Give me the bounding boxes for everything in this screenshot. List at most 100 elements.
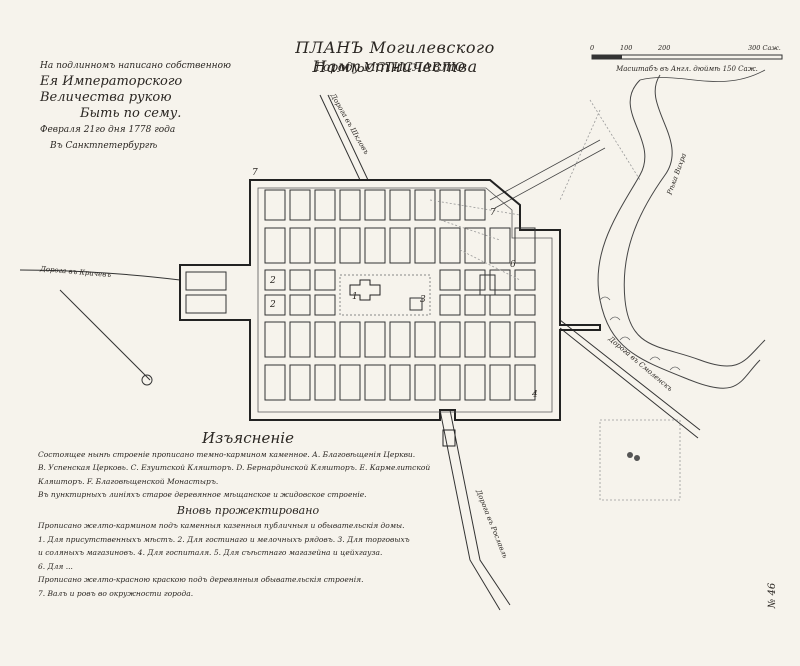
- city-block: [264, 294, 286, 316]
- archive-number: № 46: [767, 582, 779, 609]
- city-block: [289, 269, 311, 291]
- city-block: [364, 321, 386, 358]
- city-block: [514, 321, 536, 358]
- city-block: [489, 294, 511, 316]
- church-mark: [627, 452, 633, 458]
- city-block: [514, 294, 536, 316]
- city-block: [314, 189, 336, 221]
- legend-line: 1. Для присутственныхъ мѣстъ. 2. Для гос…: [38, 534, 410, 544]
- city-block: [464, 269, 486, 291]
- city-block: [439, 294, 461, 316]
- city-block: [339, 321, 361, 358]
- city-block: [514, 364, 536, 401]
- scale-tick: 100: [620, 44, 633, 52]
- scale-label: Масштабъ въ Англ. дюймѣ 150 Саж.: [616, 65, 758, 73]
- block-number: 7: [252, 168, 258, 178]
- city-block: [314, 269, 336, 291]
- compass-rose: [141, 374, 153, 386]
- church-mark: [634, 455, 640, 461]
- block-number: 4: [532, 390, 538, 400]
- legend-line: Кляшторъ. F. Благовѣщенской Монастыръ.: [38, 476, 219, 486]
- legend-heading: Изъясненіе: [202, 429, 294, 447]
- approval-line: Ея Императорского Величества рукою: [40, 74, 183, 105]
- city-block: [339, 227, 361, 264]
- city-block: [364, 227, 386, 264]
- annex-block: [185, 271, 227, 291]
- city-block: [414, 189, 436, 221]
- city-block: [464, 227, 486, 264]
- scale-tick: 200: [658, 44, 671, 52]
- church-mark-small: [409, 297, 423, 311]
- public-offices: [349, 279, 381, 301]
- road-south: [439, 409, 511, 611]
- city-block: [289, 189, 311, 221]
- city-block: [314, 227, 336, 264]
- annex-block: [185, 294, 227, 314]
- block-number: 1: [352, 292, 358, 302]
- map-title: ПЛАНЪ Могилевского Намѣстничества: [295, 38, 495, 76]
- city-block: [264, 364, 286, 401]
- legend-line: Прописано желто-красною краскою подъ дер…: [38, 575, 364, 584]
- river-bank-top: [639, 69, 766, 82]
- legend-subheading: Вновь прожектировано: [176, 503, 320, 517]
- approval-line: Февраля 21го дня 1778 года: [40, 125, 176, 135]
- city-rampart: [179, 179, 601, 421]
- legend-line: 6. Для ...: [38, 561, 73, 571]
- old-wooden-buildings: [429, 99, 681, 501]
- legend-line: Прописано желто-кармином подъ каменныя к…: [38, 521, 405, 530]
- city-block: [489, 269, 511, 291]
- monastery-mark: [479, 274, 496, 296]
- road-east: [559, 319, 701, 439]
- block-number: 3: [420, 295, 426, 305]
- legend-line: Въ пунктирныхъ линіяхъ старое деревянное…: [38, 490, 367, 499]
- city-block: [389, 321, 411, 358]
- city-block: [339, 364, 361, 401]
- south-gate: [442, 429, 456, 447]
- approval-line: Въ Санктпетербургѣ: [50, 141, 158, 151]
- block-number: 6: [510, 260, 516, 270]
- city-block: [389, 364, 411, 401]
- block-number: 2: [270, 276, 276, 286]
- compass-needle: [59, 289, 151, 381]
- city-block: [464, 321, 486, 358]
- road-north: [319, 94, 369, 181]
- legend: Изъясненіе Состоящее нынѣ строеніе пропи…: [38, 429, 458, 600]
- city-rampart-inner: [257, 187, 553, 413]
- city-block: [464, 189, 486, 221]
- imperial-approval: На подлинномъ написано собственною Ея Им…: [40, 58, 270, 154]
- city-block: [264, 227, 286, 264]
- city-blocks: [264, 189, 536, 401]
- river-bank-east: [623, 74, 766, 367]
- city-block: [389, 227, 411, 264]
- map-subtitle: Городу МСТИСЛАВЛЮ: [315, 60, 465, 74]
- city-block: [264, 269, 286, 291]
- block-number: 2: [270, 300, 276, 310]
- legend-line: и соляныхъ магазиновъ. 4. Для госпиталя.…: [38, 548, 383, 557]
- city-block: [389, 189, 411, 221]
- city-block: [414, 227, 436, 264]
- city-block: [289, 364, 311, 401]
- city-block: [514, 269, 536, 291]
- city-block: [439, 321, 461, 358]
- approval-line: Быть по сему.: [80, 106, 182, 121]
- city-block: [364, 364, 386, 401]
- river-bank-west: [597, 79, 761, 389]
- city-block: [414, 364, 436, 401]
- city-block: [289, 321, 311, 358]
- river-hatching: [599, 296, 681, 371]
- city-block: [414, 321, 436, 358]
- scale-tick: 300 Саж.: [748, 44, 781, 52]
- city-block: [314, 321, 336, 358]
- central-square: [339, 274, 431, 316]
- city-block: [439, 189, 461, 221]
- city-block: [439, 227, 461, 264]
- city-block: [289, 227, 311, 264]
- legend-line: В. Успенская Церковь. С. Езуитской Кляшт…: [38, 463, 431, 472]
- city-block: [289, 294, 311, 316]
- legend-line: Состоящее нынѣ строеніе прописано темно-…: [38, 449, 416, 459]
- city-block: [514, 227, 536, 264]
- city-block: [489, 364, 511, 401]
- city-block: [364, 189, 386, 221]
